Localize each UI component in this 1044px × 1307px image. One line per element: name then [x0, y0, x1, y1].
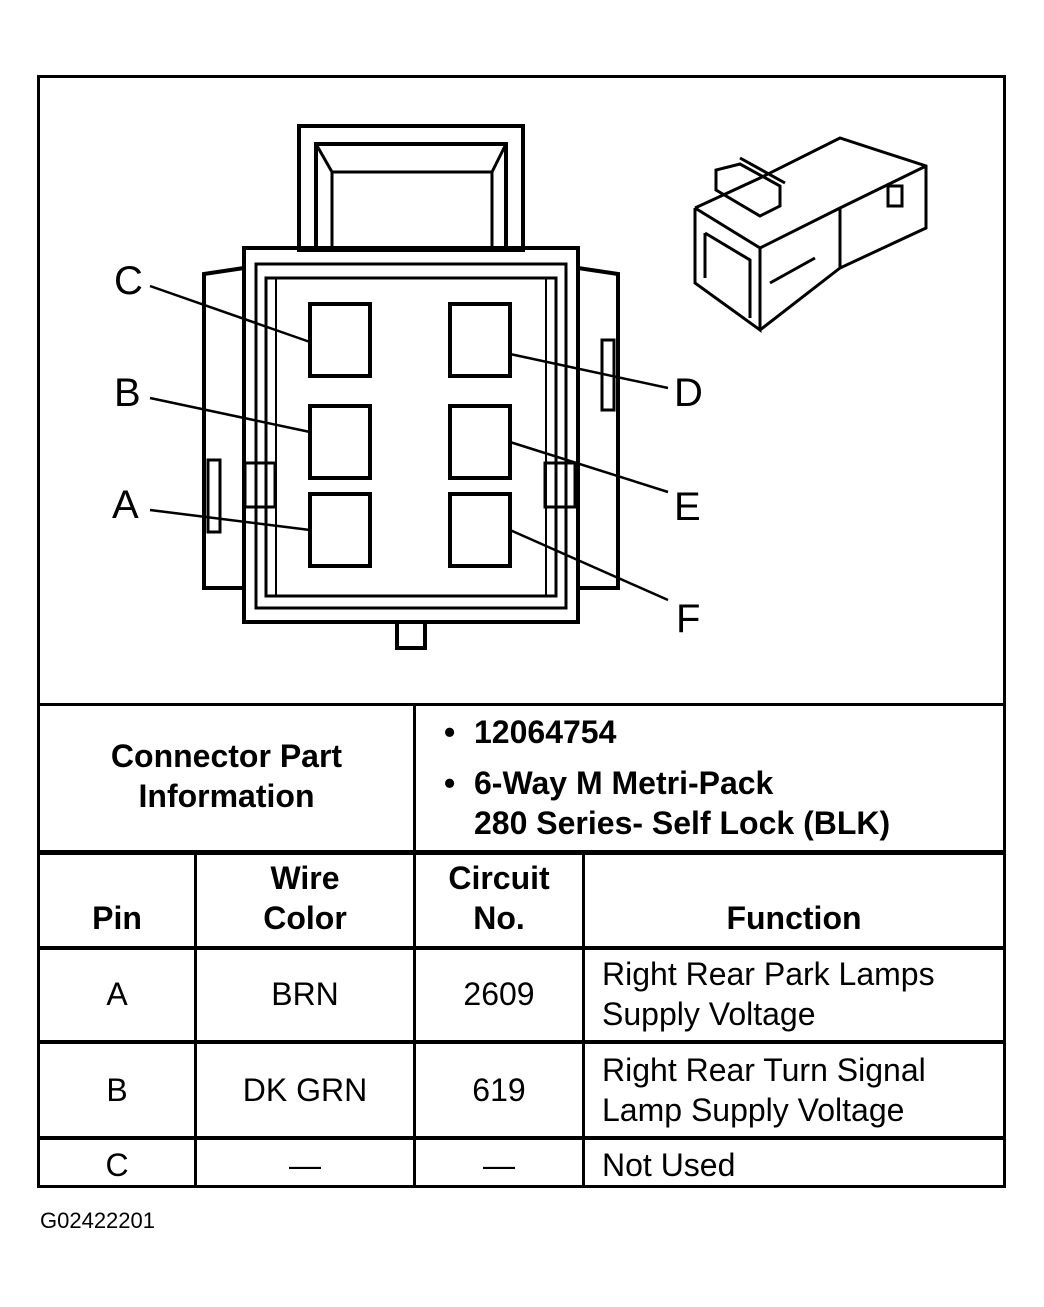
row-c-function-line1: Not Used [602, 1147, 736, 1183]
header-circuit: Circuit No. [416, 858, 582, 938]
pin-letters: C B A D E F [112, 259, 703, 641]
pin-label-a: A [112, 483, 139, 527]
connector-info-label-line2: Information [138, 778, 315, 814]
pin-label-b: B [114, 371, 141, 415]
row-c-circuit: — [483, 1147, 515, 1183]
row-b-function: Right Rear Turn Signal Lamp Supply Volta… [602, 1050, 1002, 1130]
connector-diagram: C B A D E F [112, 124, 928, 650]
cavity-e [448, 404, 512, 480]
divider-col-1 [194, 852, 197, 1185]
cavity-f [448, 492, 512, 568]
description-line1: 6-Way M Metri-Pack [474, 765, 774, 801]
connector-body [242, 246, 580, 624]
bullet-icon: • [444, 765, 456, 801]
row-a-function: Right Rear Park Lamps Supply Voltage [602, 954, 1002, 1034]
row-b-function-line1: Right Rear Turn Signal [602, 1052, 926, 1088]
divider-header [40, 946, 1003, 950]
connector-info-label: Connector Part Information [40, 736, 413, 816]
figure-id: G02422201 [40, 1208, 155, 1233]
bullet-icon: • [444, 714, 456, 750]
part-number: 12064754 [474, 714, 617, 750]
divider-col-2 [413, 852, 416, 1185]
row-a-function-line2: Supply Voltage [602, 996, 816, 1032]
description-line2: 280 Series- Self Lock (BLK) [474, 805, 891, 841]
cavity-b [308, 404, 372, 480]
connector-info-label-line1: Connector Part [110, 738, 343, 774]
header-circuit-line2: No. [473, 900, 525, 936]
pin-label-e: E [674, 485, 701, 529]
divider-info [40, 850, 1003, 855]
cavity-d [448, 302, 512, 378]
row-b-function-line2: Lamp Supply Voltage [602, 1092, 905, 1128]
header-function: Function [585, 898, 1003, 938]
header-wire-color: Wire Color [197, 858, 413, 938]
cavity-c [308, 302, 372, 378]
pin-label-f: F [676, 597, 700, 641]
pin-label-d: D [674, 371, 703, 415]
row-b-pin: B [106, 1072, 128, 1108]
header-wire-color-line2: Color [263, 900, 347, 936]
row-a-pin: A [106, 976, 128, 1012]
header-circuit-line1: Circuit [448, 860, 550, 896]
divider-diagram [40, 703, 1003, 706]
row-b-wire-color: DK GRN [242, 1072, 368, 1108]
row-c-wire-color: — [289, 1147, 321, 1183]
row-c-pin: C [105, 1147, 129, 1183]
divider-info-col [413, 703, 416, 852]
divider-row-a [40, 1040, 1003, 1044]
description-item: • 6-Way M Metri-Pack 280 Series- Self Lo… [444, 763, 999, 843]
divider-col-3 [582, 852, 585, 1185]
connector-figure: C B A D E F Connector Part Information •… [37, 75, 1006, 1188]
header-pin: Pin [40, 898, 194, 938]
cavity-a [308, 492, 372, 568]
row-c-function: Not Used [602, 1145, 1002, 1185]
header-pin-label: Pin [92, 900, 142, 936]
pin-label-c: C [114, 259, 143, 303]
part-number-item: • 12064754 [444, 712, 999, 752]
row-a-function-line1: Right Rear Park Lamps [602, 956, 935, 992]
row-a-wire-color: BRN [271, 976, 339, 1012]
divider-row-b [40, 1136, 1003, 1140]
connector-info-values: • 12064754 • 6-Way M Metri-Pack 280 Seri… [444, 712, 999, 843]
row-a-circuit: 2609 [463, 976, 535, 1012]
header-wire-color-line1: Wire [270, 860, 340, 896]
header-function-label: Function [726, 900, 862, 936]
row-b-circuit: 619 [472, 1072, 526, 1108]
